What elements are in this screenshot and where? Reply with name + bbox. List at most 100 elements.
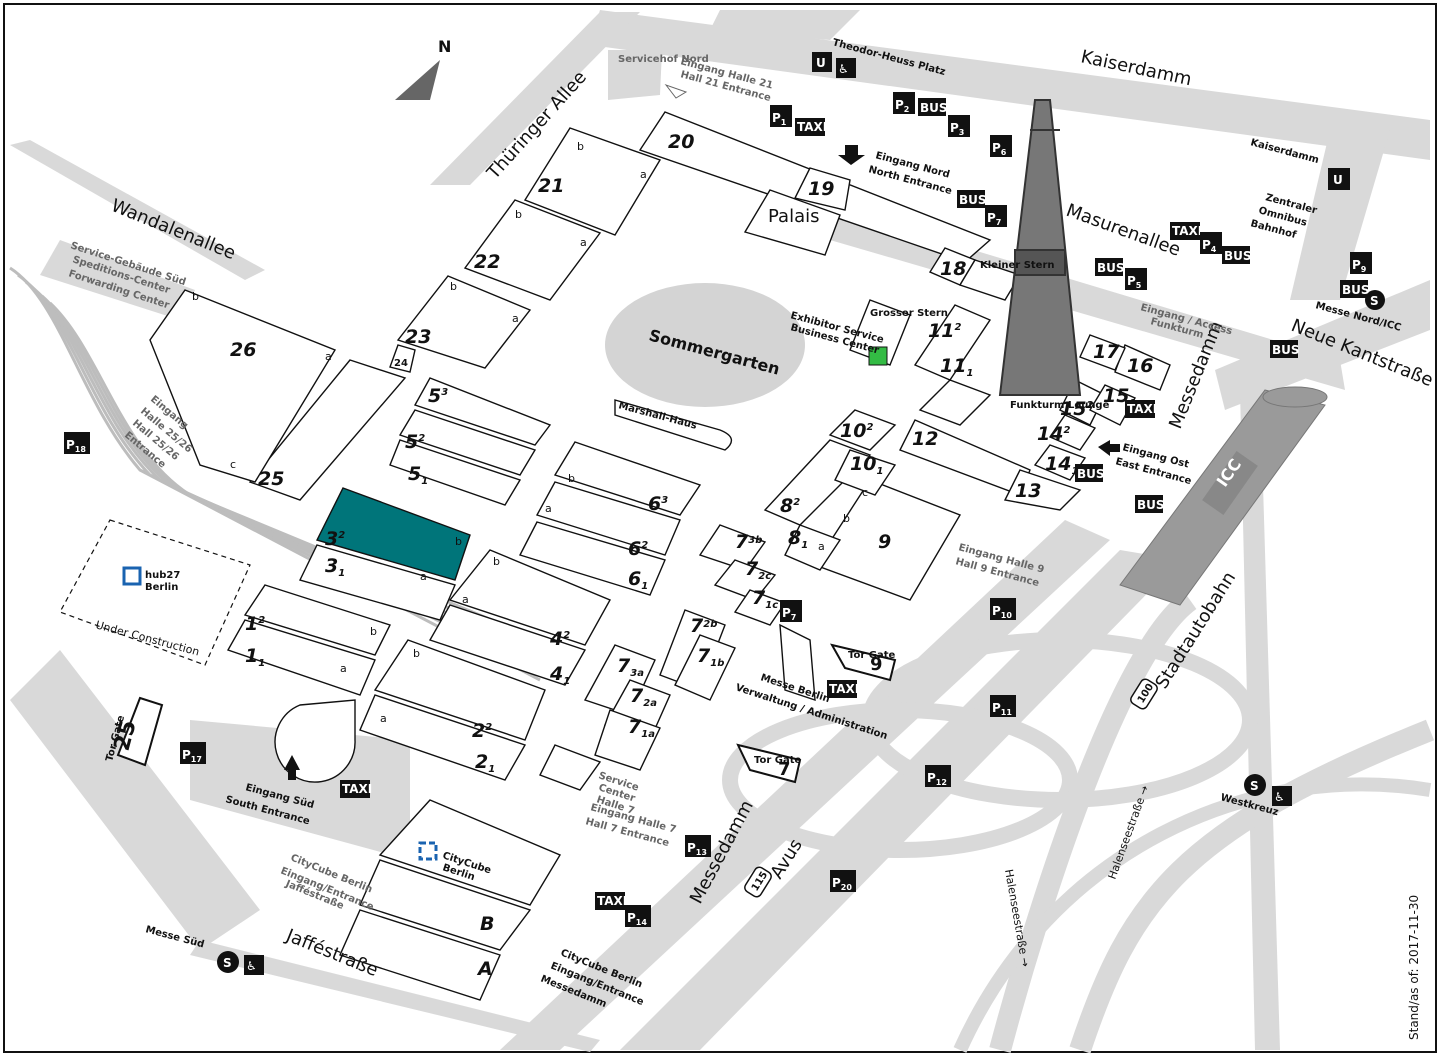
hall-14-1[interactable] bbox=[1033, 444, 1087, 481]
bus-badge-2[interactable]: BUS bbox=[957, 190, 987, 208]
hall-palais[interactable] bbox=[743, 189, 841, 256]
hall-11-1[interactable] bbox=[918, 379, 992, 426]
parking-p7-hall[interactable]: P7 bbox=[780, 600, 802, 622]
hall-8-1[interactable] bbox=[784, 524, 842, 571]
hall-24[interactable] bbox=[389, 344, 416, 373]
wheelchair-badge-messe-sued[interactable]: ♿ bbox=[244, 955, 264, 975]
icc-building[interactable]: ICC bbox=[1119, 386, 1328, 606]
parking-p6[interactable]: P6 bbox=[990, 135, 1012, 157]
parking-p5[interactable]: P5 bbox=[1125, 268, 1147, 290]
taxi-badge-2[interactable]: TAXI bbox=[1170, 222, 1202, 240]
hall-2-2[interactable] bbox=[373, 639, 546, 741]
parking-p9[interactable]: P9 bbox=[1350, 252, 1372, 274]
hub27-outline[interactable] bbox=[59, 519, 251, 666]
taxi-badge-3[interactable]: TAXI bbox=[1125, 400, 1157, 418]
bus-badge-5[interactable]: BUS bbox=[1340, 280, 1370, 298]
taxi-badge-6[interactable]: TAXI bbox=[595, 892, 627, 910]
parking-p17[interactable]: P17 bbox=[180, 742, 206, 764]
hall-21[interactable] bbox=[523, 127, 662, 236]
taxi-badge-5[interactable]: TAXI bbox=[340, 780, 372, 798]
bus-badge-3[interactable]: BUS bbox=[1222, 246, 1252, 264]
parking-p18[interactable]: P18 bbox=[64, 432, 90, 454]
parking-p20[interactable]: P20 bbox=[830, 870, 856, 892]
u-badge-theodor-heuss[interactable]: U bbox=[812, 52, 832, 72]
hall-3-1[interactable] bbox=[299, 544, 456, 621]
wheelchair-badge-theodor-heuss[interactable]: ♿ bbox=[836, 58, 856, 78]
hall-citycube-a[interactable] bbox=[339, 909, 501, 1001]
hall-5-3[interactable] bbox=[413, 377, 552, 446]
parking-p7[interactable]: P7 bbox=[985, 205, 1007, 227]
bus-badge-6[interactable]: BUS bbox=[1270, 340, 1300, 358]
hall-13[interactable] bbox=[1003, 469, 1082, 511]
hall-23[interactable] bbox=[396, 275, 532, 369]
gate-9-number: 9 bbox=[870, 654, 883, 675]
halls bbox=[149, 111, 1171, 1001]
gate-25[interactable]: 25 Tor Gate bbox=[104, 696, 164, 767]
s-badge-westkreuz[interactable]: S bbox=[1244, 774, 1266, 796]
hall-citycube[interactable] bbox=[378, 799, 562, 906]
hall-4-2[interactable] bbox=[448, 549, 611, 646]
hall-grosser-stern[interactable] bbox=[849, 299, 911, 366]
hall-14-2[interactable] bbox=[1048, 414, 1097, 451]
bus-badge-4[interactable]: BUS bbox=[1095, 258, 1125, 276]
hall-19[interactable] bbox=[793, 167, 851, 211]
hall-citycube-b[interactable] bbox=[359, 859, 532, 951]
parking-p1[interactable]: P1 bbox=[770, 105, 792, 127]
taxi-badge-4[interactable]: TAXI bbox=[827, 680, 859, 698]
hall-3-2-side-b: b bbox=[455, 535, 462, 548]
hall-5-2[interactable] bbox=[398, 409, 537, 476]
gate-7[interactable]: 7 Tor Gate bbox=[736, 743, 802, 784]
hall-6-3[interactable] bbox=[553, 441, 702, 516]
s-badge-westkreuz-label: S bbox=[1250, 779, 1259, 793]
hall-10-2[interactable] bbox=[828, 409, 897, 451]
hall-5-1[interactable] bbox=[389, 439, 522, 506]
hall-3-2-highlighted[interactable] bbox=[315, 487, 471, 581]
hall-1-2[interactable] bbox=[243, 584, 391, 656]
hall-25[interactable] bbox=[248, 359, 407, 501]
hall-22-side-a: a bbox=[580, 236, 587, 249]
hall-kleiner-stern[interactable] bbox=[958, 259, 1022, 301]
gate-9[interactable]: 9 Tor Gate bbox=[830, 643, 897, 682]
bus-badge-7[interactable]: BUS bbox=[1075, 464, 1105, 482]
parking-p17-label: P17 bbox=[182, 748, 202, 764]
hall-7-1a[interactable] bbox=[594, 709, 661, 771]
hall-6-2[interactable] bbox=[535, 481, 681, 556]
hall-26[interactable] bbox=[149, 289, 337, 483]
bus-badge-8[interactable]: BUS bbox=[1135, 495, 1165, 513]
taxi-6-label: TAXI bbox=[597, 894, 627, 908]
hall-2-1-label: 21 bbox=[475, 751, 495, 775]
parking-p12[interactable]: P12 bbox=[925, 765, 951, 787]
exhibitor-service-icon[interactable] bbox=[868, 346, 888, 366]
hall-15-1[interactable] bbox=[1089, 384, 1136, 426]
parking-p14[interactable]: P14 bbox=[625, 905, 651, 927]
parking-p13[interactable]: P13 bbox=[685, 835, 711, 857]
hall-17[interactable] bbox=[1079, 334, 1126, 371]
hall-6-1[interactable] bbox=[518, 521, 666, 596]
wheelchair-badge-westkreuz[interactable]: ♿ bbox=[1272, 786, 1292, 806]
hall-service-center[interactable] bbox=[539, 744, 602, 791]
hall-7-1c[interactable] bbox=[733, 589, 787, 626]
hall-4-1[interactable] bbox=[428, 604, 587, 686]
parking-p4[interactable]: P4 bbox=[1200, 232, 1222, 254]
s-badge-messe-nord[interactable]: S bbox=[1365, 290, 1385, 310]
hub27-city: Berlin bbox=[145, 582, 178, 593]
parking-p11[interactable]: P11 bbox=[990, 695, 1016, 717]
marshall-haus[interactable] bbox=[614, 399, 733, 451]
hall-1-1[interactable] bbox=[226, 619, 376, 696]
hall-14-2-label: 142 bbox=[1037, 423, 1070, 445]
grosser-stern-label: Grosser Stern bbox=[870, 308, 948, 319]
parking-p3[interactable]: P3 bbox=[948, 115, 970, 137]
parking-p10[interactable]: P10 bbox=[990, 598, 1016, 620]
hall-messe-berlin[interactable] bbox=[779, 623, 816, 701]
gate-9-label: Tor Gate bbox=[848, 650, 896, 661]
hall-7-1b[interactable] bbox=[674, 634, 736, 701]
bus-badge-1[interactable]: BUS bbox=[918, 98, 948, 116]
u-badge-kaiserdamm[interactable]: U bbox=[1328, 168, 1350, 190]
hall-10-1[interactable] bbox=[834, 449, 897, 496]
hall-9[interactable] bbox=[813, 479, 962, 601]
s-badge-messe-sued[interactable]: S bbox=[217, 951, 239, 973]
taxi-badge-1[interactable]: TAXI bbox=[795, 118, 827, 136]
parking-p2[interactable]: P2 bbox=[893, 92, 915, 114]
hall-22[interactable] bbox=[463, 199, 602, 301]
hall-2-1[interactable] bbox=[359, 694, 527, 781]
